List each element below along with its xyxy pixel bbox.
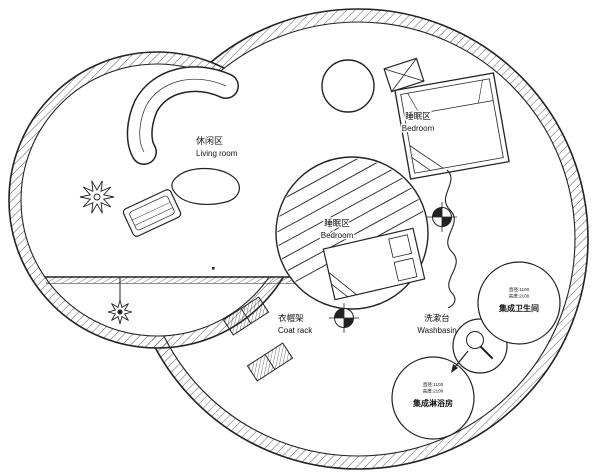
main-wall-outer-edge [127, 8, 589, 470]
bedroom-center-label-en: Bedroom [321, 231, 354, 240]
washbasin-label-en: Washbasin [417, 326, 456, 335]
survey-marker-icon [427, 202, 457, 232]
living-room-label-zh: 休闲区 [196, 135, 223, 146]
coat-rack-area: 衣帽架 Coat rack [222, 296, 315, 382]
coat-rack-label-en: Coat rack [278, 326, 313, 335]
sleeping-platform: 睡眠区 Bedroom [275, 156, 429, 310]
coat-rack-block [246, 342, 294, 382]
bed-upper [394, 72, 510, 180]
bedroom-center-label-zh: 睡眠区 [324, 218, 350, 228]
sofa-seat-line [139, 78, 227, 153]
flow-arrow-icon [451, 350, 469, 373]
coat-rack-block [222, 296, 270, 336]
coffee-table [171, 167, 240, 205]
entry-plant-icon [107, 277, 133, 325]
survey-marker-icon [329, 303, 359, 333]
round-table [321, 59, 375, 113]
bathroom-pod-dim-2: 高度:2100 [509, 293, 530, 300]
shower-pod-label: 集成淋浴房 [412, 398, 453, 408]
partition-wall [45, 276, 304, 284]
shower-pod-dim-2: 高度:2100 [423, 388, 444, 395]
bathroom-pod-dim-1: 直径:1100 [509, 286, 530, 292]
bathroom-pod: 直径:1100 高度:2100 集成卫生间 [477, 261, 561, 345]
bathroom-pod-circle [477, 261, 561, 345]
bedroom-upper-label-en: Bedroom [402, 124, 435, 133]
living-room-label-en: Living room [196, 149, 238, 158]
bed-center [322, 227, 426, 301]
bedroom-upper: 睡眠区 Bedroom [394, 72, 510, 180]
shower-pod-dim-1: 直径:1100 [423, 381, 444, 387]
shower-pod-circle [391, 356, 475, 440]
curtain-line [444, 169, 457, 309]
plant-icon [79, 180, 115, 214]
ottoman [122, 189, 182, 237]
living-room: 休闲区 Living room [79, 66, 240, 237]
shower-pod: 直径:1100 高度:2100 集成淋浴房 [391, 356, 475, 440]
bedroom-upper-label-zh: 睡眠区 [405, 111, 431, 121]
washbasin-label-zh: 洗漱台 [424, 313, 450, 323]
partition-wall-hatch [46, 277, 304, 284]
bathroom-pod-label: 集成卫生间 [498, 303, 539, 313]
main-wall-inner-edge [140, 21, 576, 457]
dot-marker [212, 267, 215, 270]
coat-rack-label-zh: 衣帽架 [278, 313, 304, 323]
skylight-icon [383, 57, 425, 93]
